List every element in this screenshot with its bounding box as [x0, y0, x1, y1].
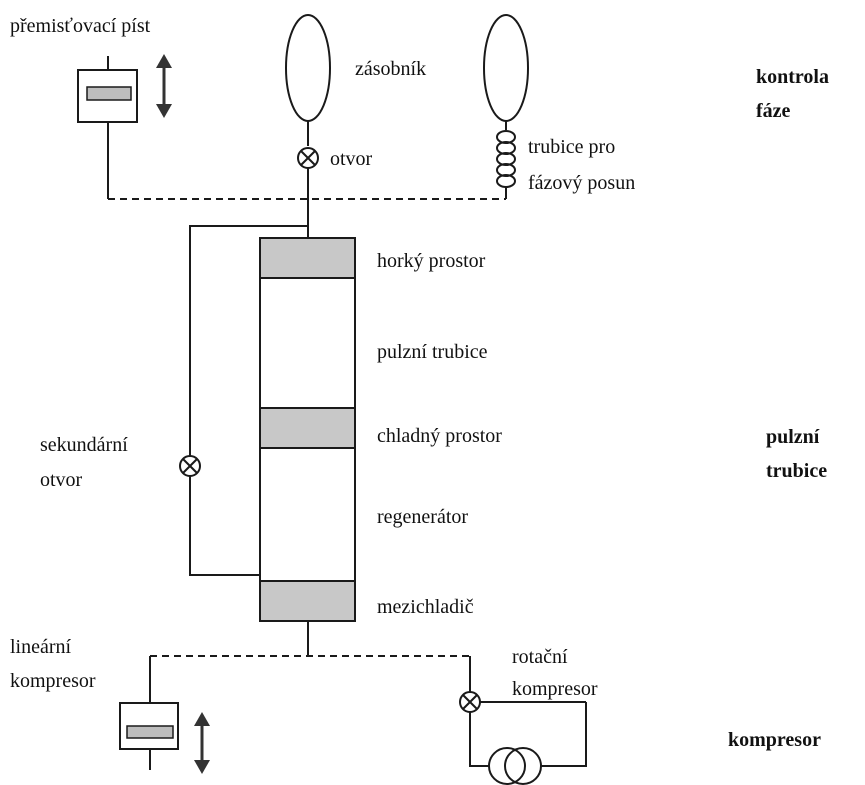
displacer-motion-arrow-icon: [156, 54, 172, 118]
secondary-orifice-label-line1: sekundární: [40, 434, 128, 456]
reservoir-label: zásobník: [355, 58, 427, 80]
cold-space-band: [259, 407, 356, 449]
linear-compressor-label-line2: kompresor: [10, 670, 96, 692]
inertance-tube-label-line1: trubice pro: [528, 136, 616, 158]
compressor-motion-arrow-icon: [194, 712, 210, 774]
linear-compressor-label-line1: lineární: [10, 636, 72, 658]
secondary-orifice-label-line2: otvor: [40, 469, 83, 491]
hot-space-label: horký prostor: [377, 250, 486, 272]
aftercooler-label: mezichladič: [377, 596, 474, 618]
orifice-label: otvor: [330, 148, 373, 170]
section-phase-control-line2: fáze: [756, 100, 791, 122]
reservoir-2: [483, 14, 529, 122]
regenerator-label: regenerátor: [377, 506, 469, 528]
pulse-tube-label: pulzní trubice: [377, 341, 488, 363]
linear-compressor-piston: [126, 725, 174, 739]
rotary-pump-icon-left: [488, 747, 526, 785]
reservoir-1: [285, 14, 331, 122]
section-pulse-tube-line2: trubice: [766, 460, 828, 482]
secondary-orifice-bypass: [189, 225, 308, 576]
section-phase-control-line1: kontrola: [756, 66, 829, 88]
hot-space-band: [259, 237, 356, 279]
rotary-compressor-label-line2: kompresor: [512, 678, 598, 700]
cold-space-label: chladný prostor: [377, 425, 502, 447]
inertance-tube-label-line2: fázový posun: [528, 172, 636, 194]
displacer-piston: [86, 86, 132, 101]
section-compressor: kompresor: [728, 729, 821, 751]
displacer-label: přemisťovací píst: [10, 15, 151, 37]
inertance-coil-icon: [496, 130, 516, 188]
rotary-compressor-label-line1: rotační: [512, 646, 568, 668]
rotary-compressor-loop: [469, 712, 490, 767]
section-pulse-tube-line1: pulzní: [766, 426, 820, 448]
aftercooler-band: [259, 580, 356, 622]
rotary-pump-icon-right: [504, 747, 542, 785]
